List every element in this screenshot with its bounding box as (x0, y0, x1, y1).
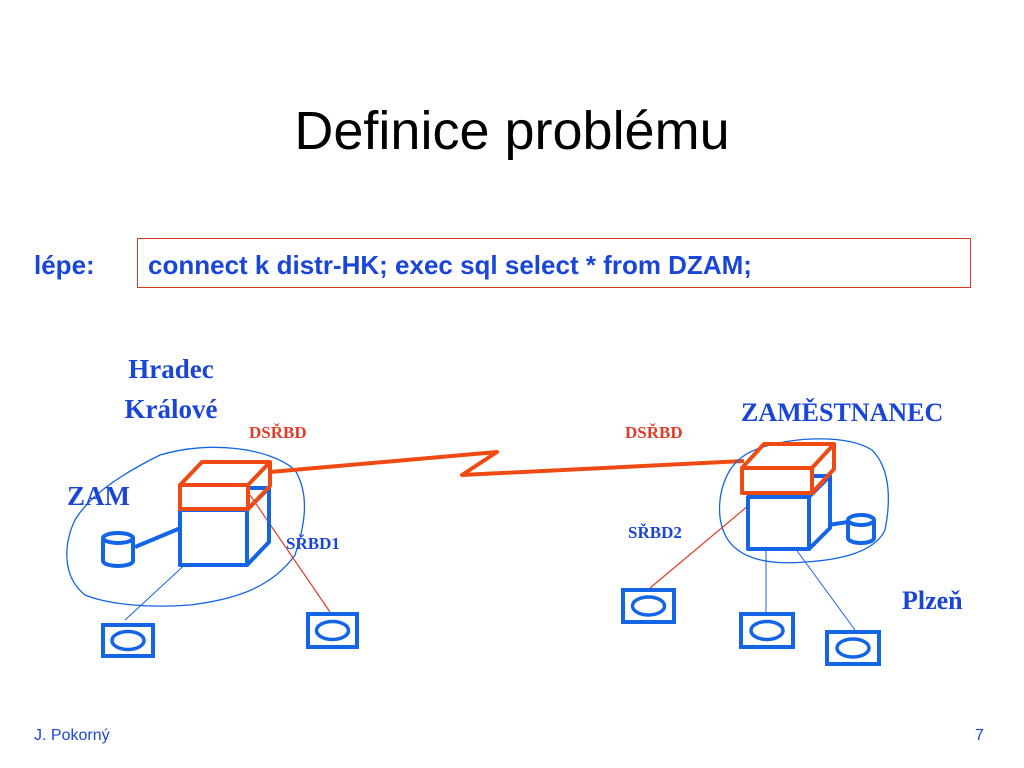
left-city-label-line1: Hradec (128, 354, 213, 384)
left-dsrbd-icon (178, 460, 272, 511)
right-site: ZAMĚSTNANEC DSŘBD SŘBD2 Plzeň (621, 398, 963, 666)
query-box: connect k distr-HK; exec sql select * fr… (137, 238, 971, 288)
left-site: Hradec Králové DSŘBD ZAM SŘBD1 (66, 354, 359, 658)
query-text: connect k distr-HK; exec sql select * fr… (148, 250, 752, 280)
right-dsrbd-label: DSŘBD (625, 423, 683, 442)
left-city-label-line2: Králové (125, 394, 218, 424)
page-number: 7 (975, 727, 984, 744)
right-table-label: ZAMĚSTNANEC (741, 398, 943, 427)
slide-title: Definice problému (294, 101, 730, 161)
right-terminal-icon-1 (621, 588, 676, 624)
right-link-to-terminal-1 (649, 499, 756, 589)
right-city-label: Plzeň (902, 586, 963, 615)
right-terminal-icon-2 (739, 612, 795, 649)
footer-author: J. Pokorný (34, 727, 110, 744)
left-terminal-icon-2 (306, 612, 359, 649)
query-label: lépe: (34, 250, 95, 280)
left-dsrbd-label: DSŘBD (249, 423, 307, 442)
left-link-to-terminal-2 (249, 494, 331, 613)
right-link-to-terminal-3 (794, 547, 856, 631)
srbd2-label: SŘBD2 (628, 523, 682, 542)
left-table-label: ZAM (67, 481, 130, 511)
right-terminal-icon-3 (825, 630, 881, 666)
left-terminal-icon-1 (101, 623, 155, 658)
network-link (269, 450, 745, 477)
right-dsrbd-icon (740, 442, 836, 495)
srbd1-label: SŘBD1 (286, 534, 340, 553)
left-link-to-terminal-1 (124, 559, 191, 621)
left-database-icon (101, 525, 184, 568)
right-site-boundary (718, 438, 889, 564)
right-database-icon (827, 513, 876, 545)
left-site-boundary (66, 446, 306, 607)
